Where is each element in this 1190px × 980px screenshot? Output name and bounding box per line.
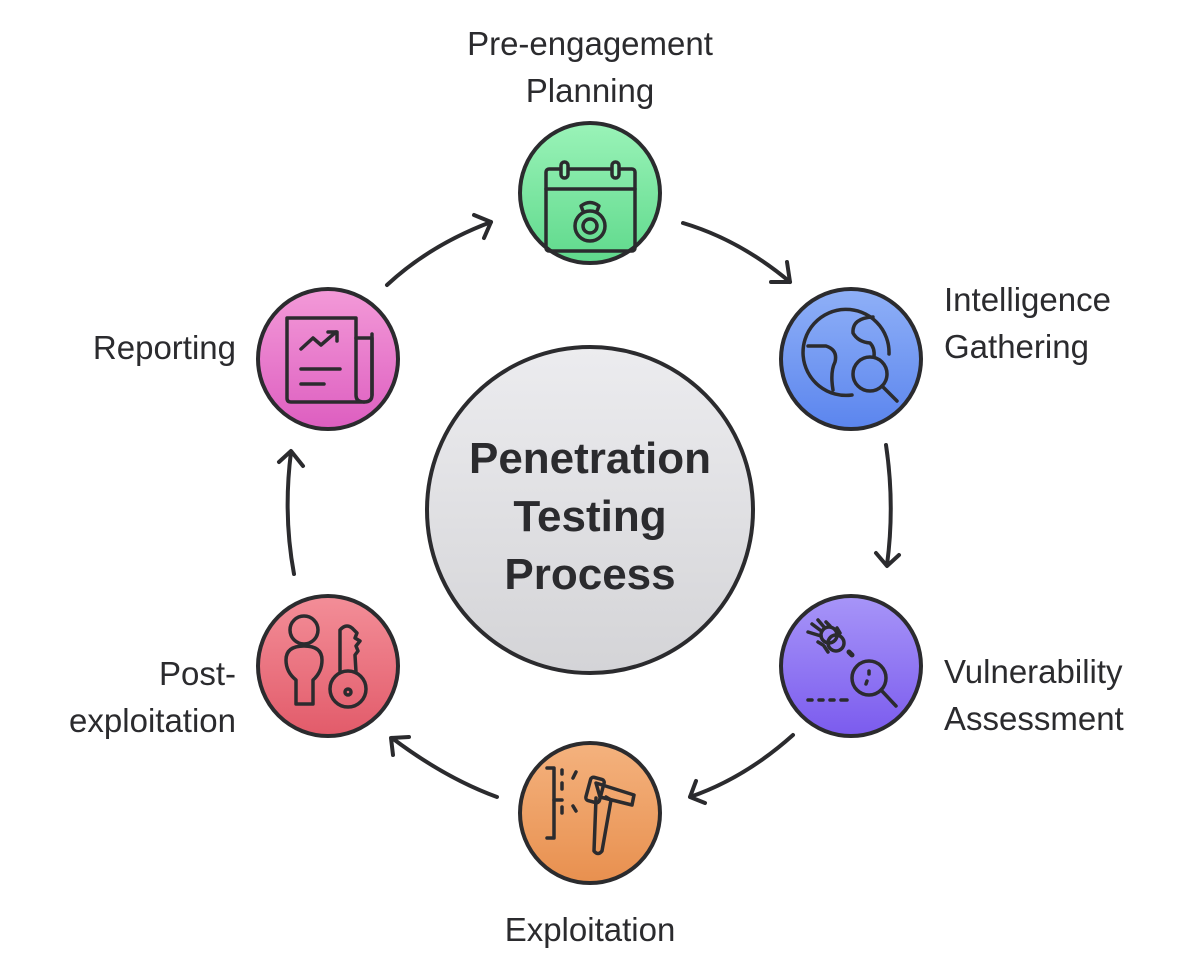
stage-label-post-exploitation: Post- exploitation: [69, 650, 236, 744]
label-line: Post-: [158, 655, 236, 692]
arrow-vulnerability-to-exploitation: [688, 733, 795, 805]
person-key-icon: [284, 614, 368, 709]
label-line: exploitation: [69, 702, 236, 739]
stage-node-exploitation: [518, 741, 662, 885]
stage-node-vulnerability-assessment: [779, 594, 923, 738]
label-line: Assessment: [944, 700, 1124, 737]
arrow-post-exploitation-to-reporting: [277, 449, 305, 576]
label-line: Pre-engagement: [467, 25, 713, 62]
report-chart-icon: [285, 316, 374, 404]
bug-search-icon: [806, 618, 898, 708]
title-line: Process: [504, 550, 676, 599]
title-line: Penetration: [468, 434, 712, 483]
diagram-title: Penetration Testing Process: [420, 430, 760, 604]
label-line: Reporting: [92, 329, 236, 366]
stage-node-reporting: [256, 287, 400, 431]
calendar-ring-icon: [544, 160, 637, 253]
stage-label-reporting: Reporting: [93, 324, 236, 371]
label-line: Exploitation: [504, 911, 676, 948]
globe-search-icon: [801, 307, 899, 403]
label-line: Gathering: [944, 328, 1089, 365]
stage-label-pre-engagement-planning: Pre-engagement Planning: [0, 20, 1180, 114]
arrow-planning-to-intelligence: [681, 221, 792, 284]
stage-node-intelligence-gathering: [779, 287, 923, 431]
stage-node-pre-engagement-planning: [518, 121, 662, 265]
arrow-intelligence-to-vulnerability: [874, 443, 901, 568]
stage-label-vulnerability-assessment: Vulnerability Assessment: [944, 648, 1124, 742]
label-line: Vulnerability: [944, 653, 1123, 690]
stage-node-post-exploitation: [256, 594, 400, 738]
center-circle: [425, 345, 755, 675]
label-line: Planning: [525, 72, 655, 109]
stage-label-exploitation: Exploitation: [0, 906, 1180, 953]
hammer-wall-icon: [545, 766, 636, 856]
stage-label-intelligence-gathering: Intelligence Gathering: [944, 276, 1111, 370]
arrow-exploitation-to-post-exploitation: [389, 735, 499, 799]
label-line: Intelligence: [944, 281, 1111, 318]
title-line: Testing: [513, 492, 667, 541]
arrow-reporting-to-planning: [385, 213, 493, 287]
